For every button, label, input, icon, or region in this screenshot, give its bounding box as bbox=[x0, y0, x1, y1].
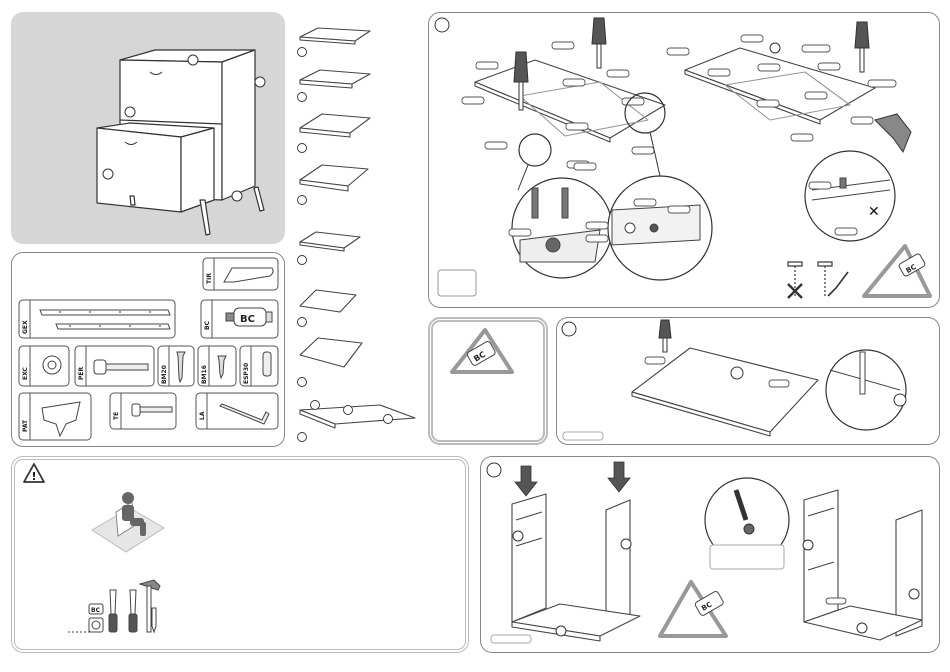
glue-warning-triangle-bottom bbox=[660, 582, 726, 636]
arrow-down-left bbox=[515, 466, 537, 496]
side-panel-right bbox=[606, 500, 630, 624]
arrow-down-right bbox=[608, 462, 630, 492]
side-panel-left bbox=[512, 494, 546, 622]
